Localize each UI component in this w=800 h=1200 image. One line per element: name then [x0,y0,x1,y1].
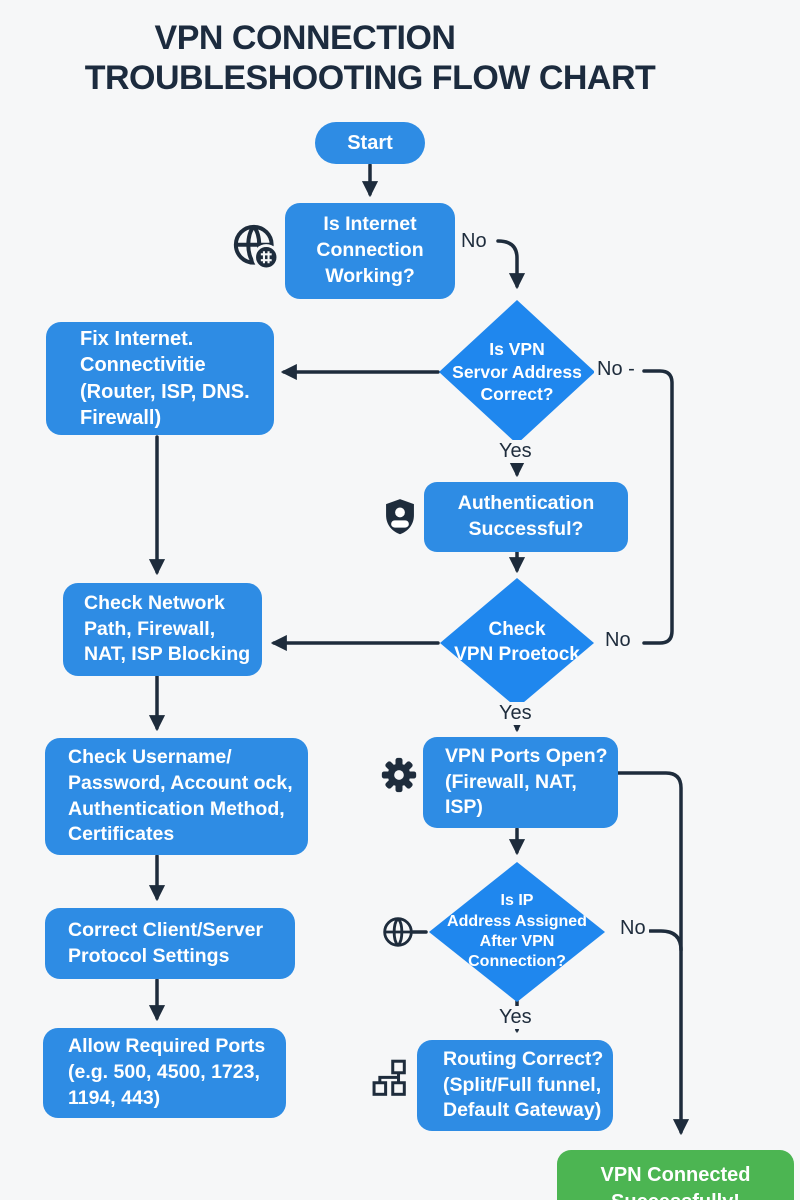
node-internet-check-label: Is Internet Connection Working? [316,213,424,287]
node-allow-ports: Allow Required Ports (e.g. 500, 4500, 17… [43,1028,286,1118]
node-internet-check: Is Internet Connection Working? [285,203,455,299]
node-credentials-label: Check Username/ Password, Account ock, A… [68,746,293,846]
node-network-path: Check Network Path, Firewall, NAT, ISP B… [63,583,262,676]
node-fix-internet-label: Fix Internet. Connectivitie (Router, ISP… [80,327,250,429]
edge-label-server-yes: Yes [496,440,535,463]
title-line-2: TROUBLESHOOTING FLOW CHART [84,59,656,98]
node-vpn-connected: VPN Connected Successfully! [557,1150,794,1200]
gear-icon [379,755,419,795]
edge-label-ip-yes: Yes [496,1006,535,1029]
globe-icon [381,915,415,949]
node-protocol-label: Check VPN Proetock [454,619,580,665]
node-ip-assigned-label: Is IP Address Assigned After VPN Connect… [447,892,587,971]
node-start: Start [315,122,425,164]
edge-label-protocol-no: No [602,629,634,652]
node-authentication-label: Authentication Successful? [457,492,595,540]
node-client-server: Correct Client/Server Protocol Settings [45,908,295,979]
node-vpn-connected-label: VPN Connected Successfully! [600,1164,751,1200]
edge-label-ip-no: No [617,917,649,940]
node-authentication: Authentication Successful? [424,482,628,552]
node-ports-open: VPN Ports Open? (Firewall, NAT, ISP) [423,737,618,828]
node-server-address-label: Is VPN Servor Address Correct? [452,338,582,405]
title-line-1: VPN CONNECTION [154,19,456,57]
node-client-server-label: Correct Client/Server Protocol Settings [68,918,264,967]
node-routing: Routing Correct? (Split/Full funnel, Def… [417,1040,613,1131]
node-credentials: Check Username/ Password, Account ock, A… [45,738,308,855]
page-title: VPN CONNECTION TROUBLESHOOTING FLOW CHAR… [30,18,710,98]
edge-label-internet-no: No [458,230,490,253]
node-ports-open-label: VPN Ports Open? (Firewall, NAT, ISP) [445,744,608,819]
node-fix-internet: Fix Internet. Connectivitie (Router, ISP… [46,322,274,435]
globe-icon [230,221,280,271]
network-icon [372,1059,410,1097]
node-network-path-label: Check Network Path, Firewall, NAT, ISP B… [84,591,251,666]
edge-label-protocol-yes: Yes [496,702,535,725]
user-shield-icon [381,497,419,537]
node-routing-label: Routing Correct? (Split/Full funnel, Def… [443,1047,604,1122]
node-allow-ports-label: Allow Required Ports (e.g. 500, 4500, 17… [68,1035,266,1109]
node-start-label: Start [347,131,393,154]
edge-label-server-no: No - [594,358,638,381]
